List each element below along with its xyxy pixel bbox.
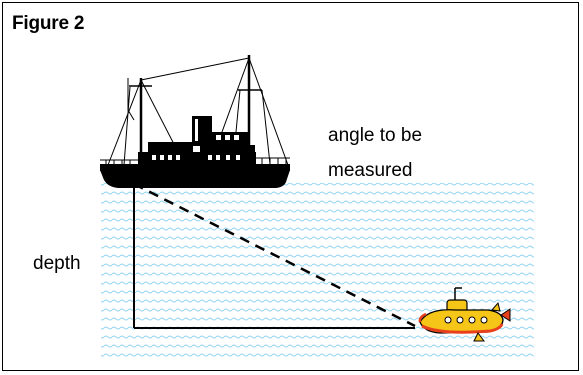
yellow-submarine-icon <box>418 287 511 342</box>
angle-label-line1: angle to be <box>328 125 422 146</box>
depth-label: depth <box>33 253 81 274</box>
angle-label-line2: measured <box>328 160 413 181</box>
figure-title: Figure 2 <box>12 13 85 34</box>
steam-ship-icon <box>100 55 290 188</box>
sightline-dashed <box>133 182 416 328</box>
